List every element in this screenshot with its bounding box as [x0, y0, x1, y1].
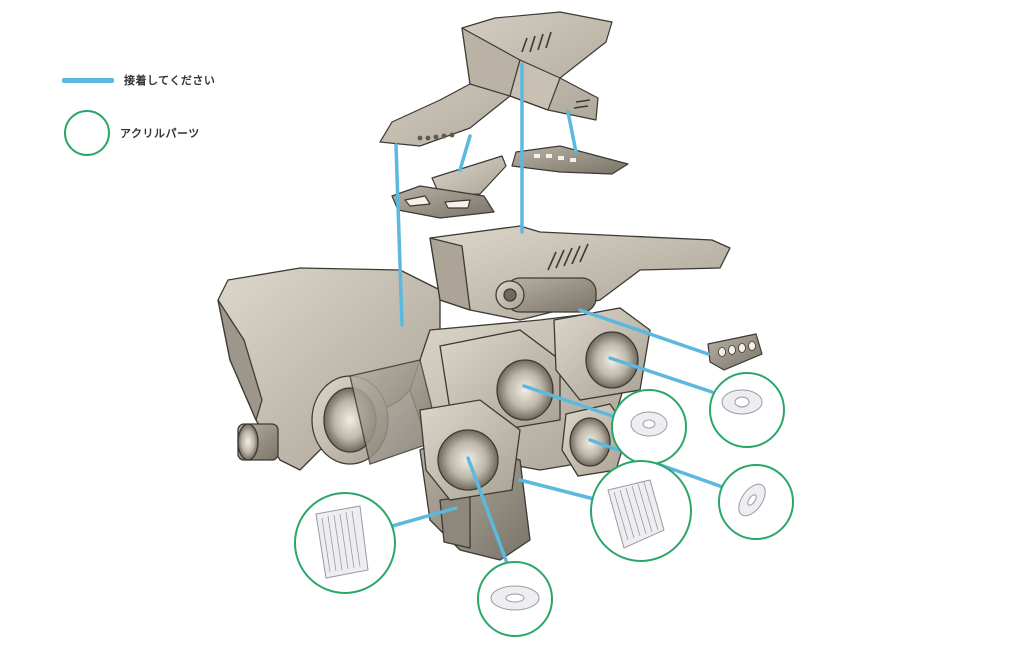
legend-acrylic: アクリルパーツ	[64, 110, 200, 156]
acrylic-part-fin-right	[590, 460, 692, 562]
nozzle-right-upper	[553, 307, 651, 401]
acrylic-part-fin-left	[294, 492, 396, 594]
bracket-left-part	[391, 155, 507, 219]
legend-acrylic-label: アクリルパーツ	[120, 127, 200, 140]
acrylic-circle-icon	[64, 110, 110, 156]
glue-lines	[376, 62, 750, 584]
small-vent-part	[707, 333, 763, 371]
acrylic-part-ring-2	[611, 389, 687, 465]
top-plate-vents	[521, 31, 591, 109]
acrylic-part-ring-1	[709, 372, 785, 448]
bracket-right-part	[511, 145, 629, 175]
nozzle-side-small	[237, 423, 279, 461]
body-vents	[547, 243, 589, 271]
top-plate-part	[379, 11, 613, 147]
acrylic-part-ring-4	[477, 561, 553, 637]
nozzle-left-large	[311, 359, 441, 465]
legend-glue: 接着してください	[62, 72, 215, 88]
glue-line-icon	[62, 77, 114, 83]
top-plate-holes	[417, 132, 455, 141]
acrylic-part-ring-3	[718, 464, 794, 540]
legend-glue-label: 接着してください	[124, 74, 216, 87]
